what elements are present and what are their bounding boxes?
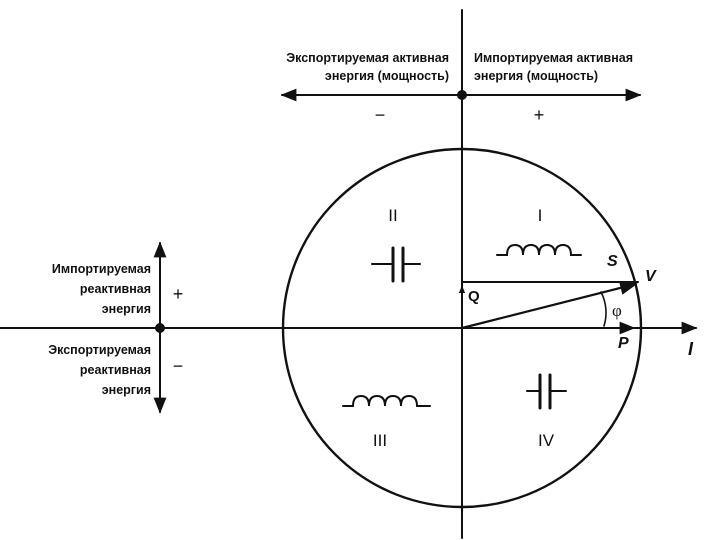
export-reactive-label-line3: энергия: [102, 383, 151, 397]
active-axis-origin-dot: [457, 90, 467, 100]
active-positive-sign: +: [534, 105, 545, 125]
import-active-label-line2: энергия (мощность): [474, 69, 598, 83]
import-active-label-line1: Импортируемая активная: [474, 51, 633, 65]
v-label: V: [645, 268, 657, 285]
import-reactive-label-line3: энергия: [102, 302, 151, 316]
phi-label: φ: [612, 301, 622, 320]
reactive-negative-sign: −: [173, 356, 184, 376]
s-label: S: [607, 253, 618, 270]
i-axis-label: I: [688, 339, 694, 359]
s-vector: [460, 281, 638, 330]
quadrant-label-ii: II: [388, 206, 397, 225]
reactive-axis-origin-dot: [155, 323, 165, 333]
inductor-icon-q3: [342, 394, 431, 407]
capacitor-icon-q2: [371, 246, 421, 283]
q-label: Q: [468, 288, 480, 305]
import-reactive-label-line2: реактивная: [80, 282, 151, 296]
export-reactive-label-line2: реактивная: [80, 363, 151, 377]
inductor-icon-q1: [496, 243, 582, 256]
export-active-label-line1: Экспортируемая активная: [286, 51, 449, 65]
reactive-positive-sign: +: [173, 284, 184, 304]
capacitor-icon-q4: [526, 373, 567, 410]
export-active-label-line2: энергия (мощность): [325, 69, 449, 83]
phi-angle-arc: [600, 291, 607, 327]
active-negative-sign: −: [375, 105, 386, 125]
import-reactive-label-line1: Импортируемая: [52, 262, 151, 276]
quadrant-label-i: I: [538, 206, 543, 225]
quadrant-label-iii: III: [373, 431, 387, 450]
p-label: P: [618, 335, 629, 352]
quadrant-label-iv: IV: [538, 431, 555, 450]
export-reactive-label-line1: Экспортируемая: [48, 343, 151, 357]
